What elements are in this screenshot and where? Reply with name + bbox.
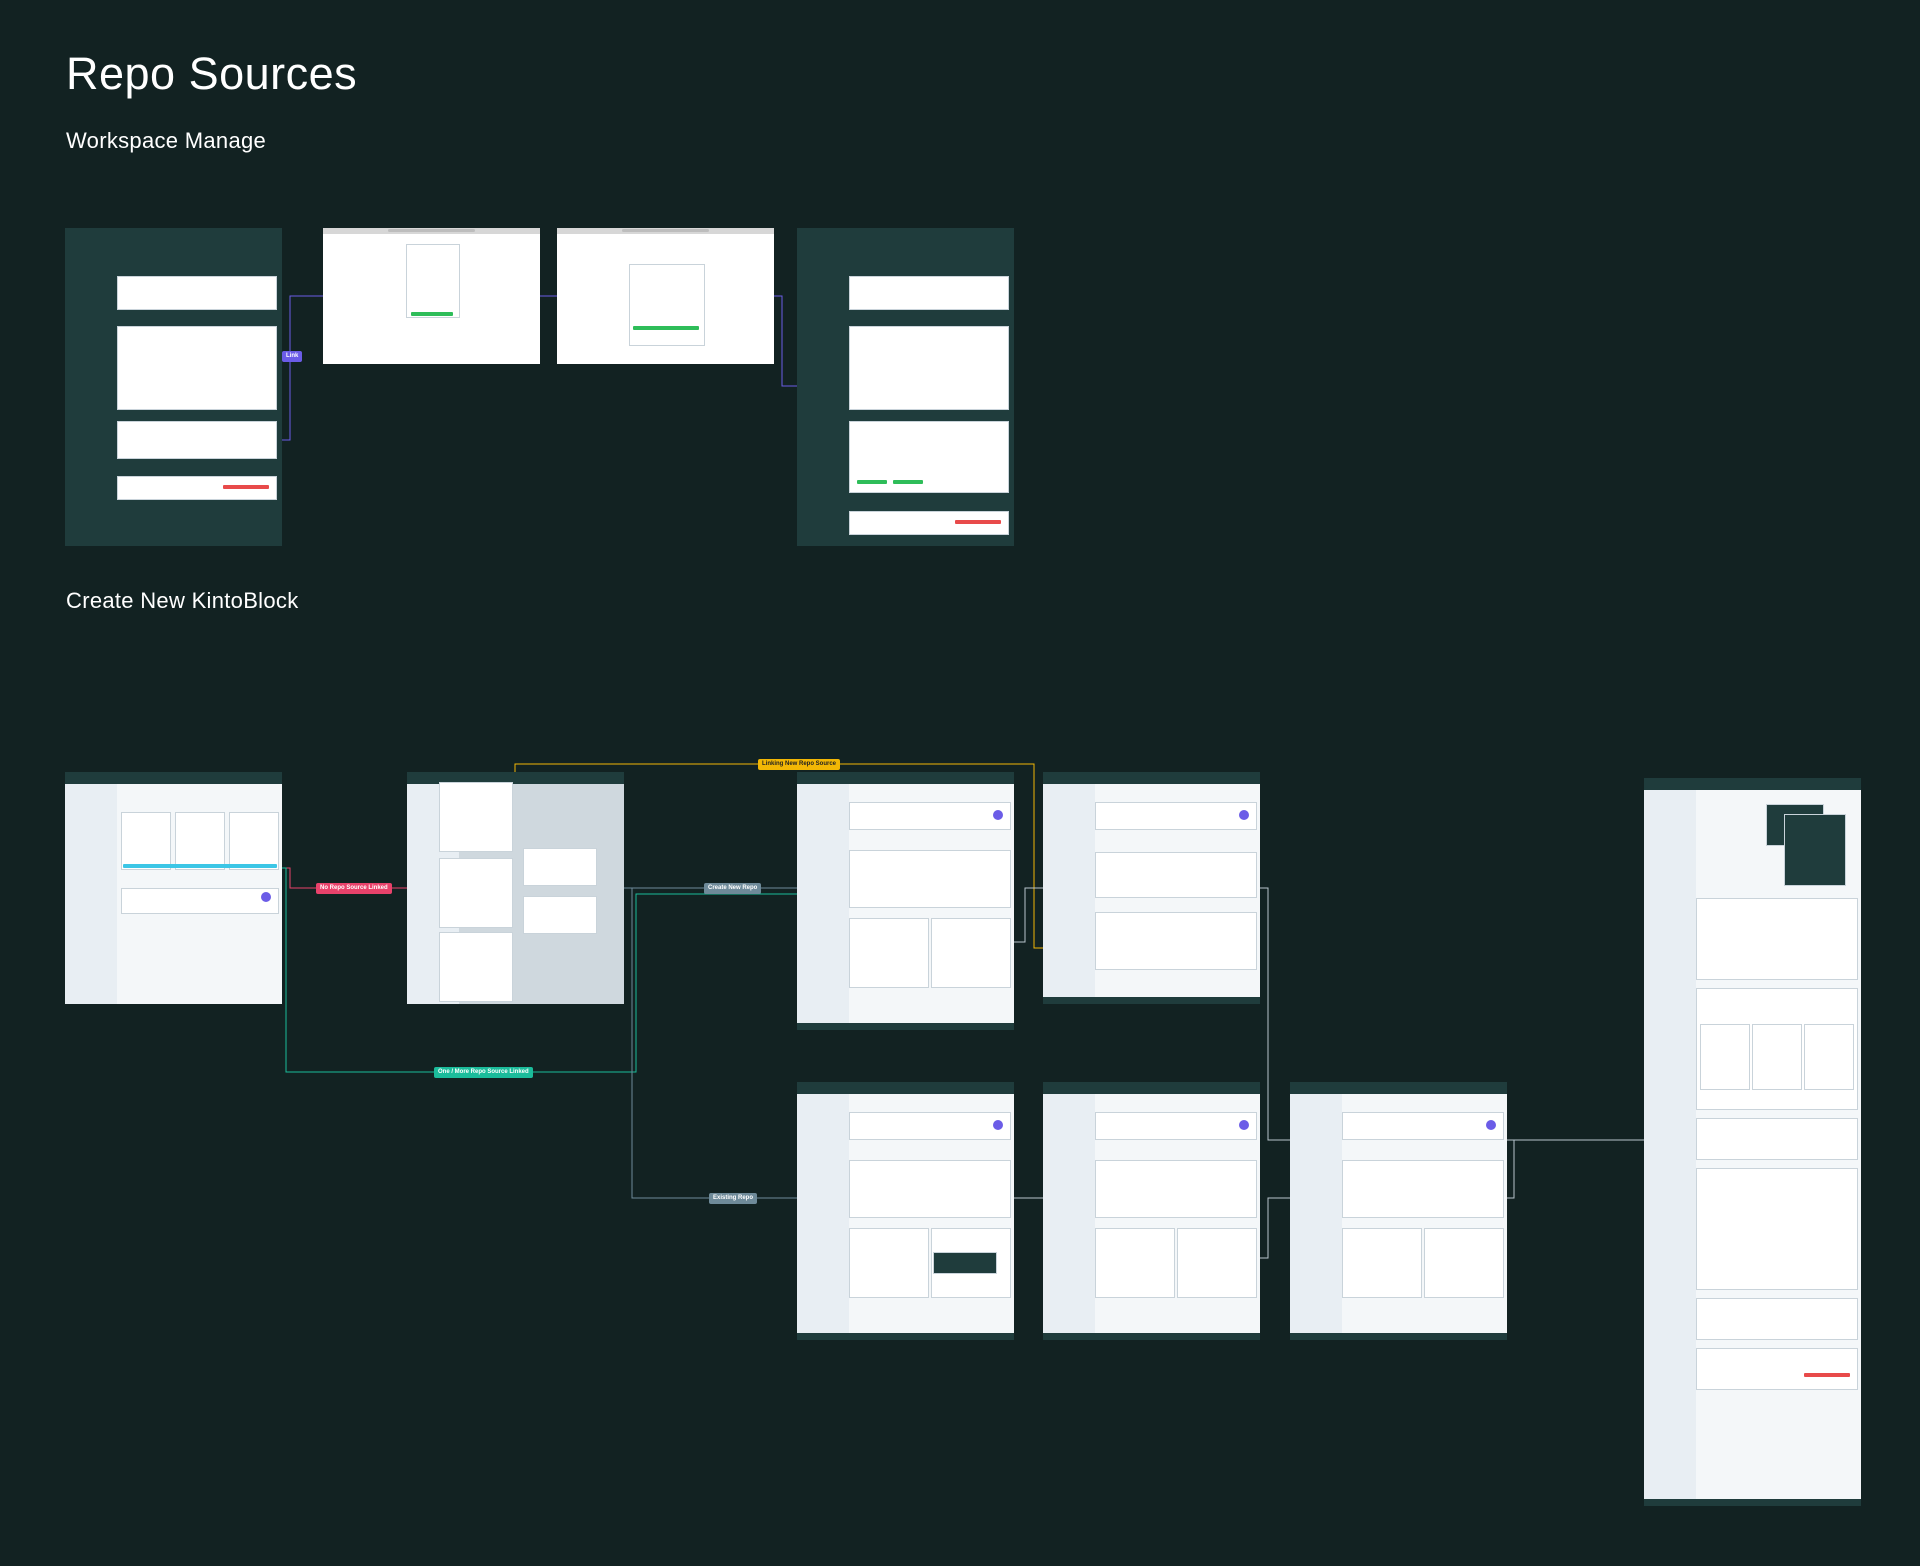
badge-link: Link <box>282 351 303 362</box>
connector-existing <box>631 888 797 1199</box>
connector-link <box>282 295 323 357</box>
screen-create-new-repo[interactable] <box>797 772 1014 1030</box>
connector-link-back <box>282 356 291 441</box>
screen-linking-new-repo[interactable] <box>1043 772 1260 1004</box>
connector-existing-3-full <box>1506 1140 1515 1199</box>
badge-one-more-repo-source-linked: One / More Repo Source Linked <box>434 1067 533 1078</box>
screen-existing-repo-2[interactable] <box>1043 1082 1260 1340</box>
screen-workspace-manage-before[interactable] <box>65 228 282 546</box>
badge-create-new-repo: Create New Repo <box>704 883 762 894</box>
section-title-create: Create New KintoBlock <box>66 588 299 613</box>
screen-select-repo-source[interactable] <box>407 772 624 1004</box>
badge-no-repo-source-linked: No Repo Source Linked <box>316 883 392 894</box>
section-title-workspace: Workspace Manage <box>66 128 267 153</box>
badge-existing-repo: Existing Repo <box>709 1193 758 1204</box>
badge-linking-new-repo-source: Linking New Repo Source <box>758 759 841 770</box>
connector-authorize-after <box>774 295 797 387</box>
page-title: Repo Sources <box>66 48 358 99</box>
screen-github-authorize[interactable] <box>557 228 774 364</box>
screen-existing-repo-1[interactable] <box>797 1082 1014 1340</box>
screen-create-empty[interactable] <box>65 772 282 1004</box>
screen-workspace-manage-after[interactable] <box>797 228 1014 546</box>
screen-github-login[interactable] <box>323 228 540 364</box>
screen-kintoblock-full[interactable] <box>1644 778 1861 1506</box>
screen-existing-repo-3[interactable] <box>1290 1082 1507 1340</box>
